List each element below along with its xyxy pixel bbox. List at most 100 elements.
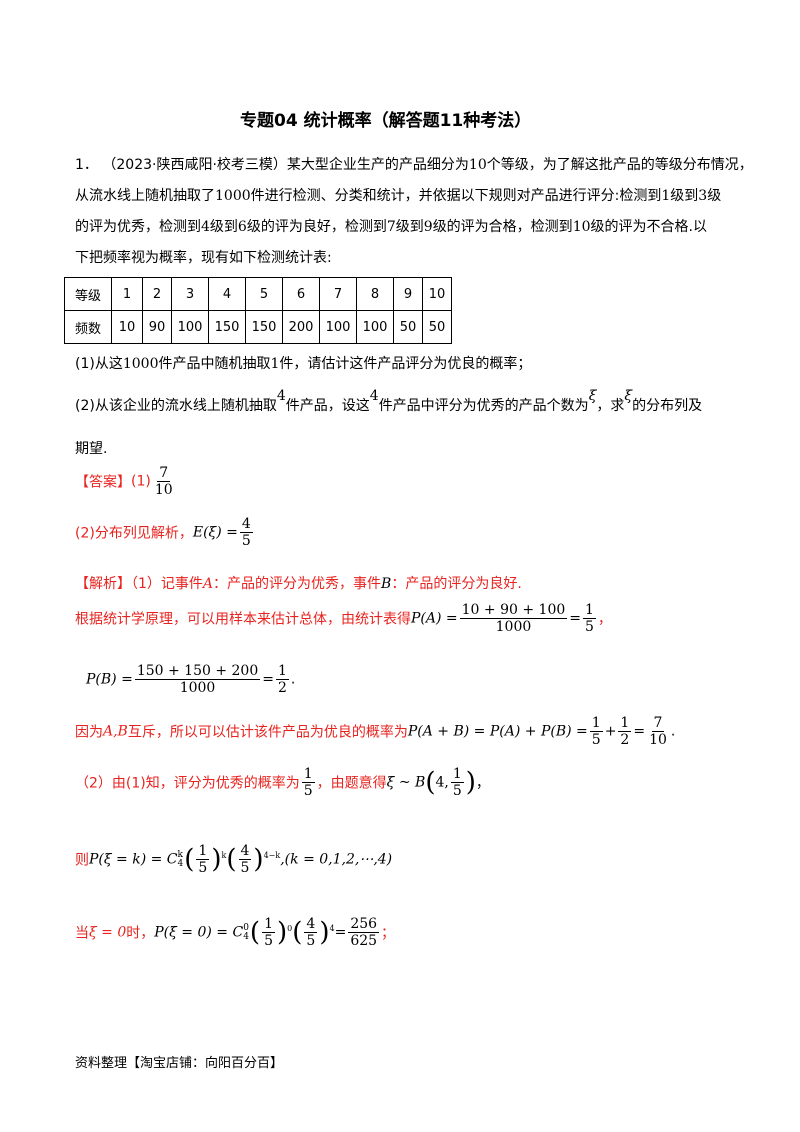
table-cell: 1 bbox=[111, 277, 143, 311]
question-text: 级到 bbox=[209, 219, 238, 235]
question-text: 级到 bbox=[670, 188, 699, 204]
analysis-text: 因为 bbox=[75, 724, 103, 741]
analysis-line-1: 【解析】（1）记事件A：产品的评分为优秀，事件B：产品的评分为良好. bbox=[75, 573, 522, 593]
question-text: 级到 bbox=[395, 219, 424, 235]
paren: ( bbox=[184, 844, 195, 875]
table-row: 等级 1 2 3 4 5 6 7 8 9 10 bbox=[64, 277, 452, 311]
punctuation: ， bbox=[475, 775, 490, 792]
number-inline: 3 bbox=[698, 188, 708, 204]
math-expression: 4, bbox=[435, 774, 449, 791]
paren: ) bbox=[253, 844, 264, 875]
question-text: 件进行检测、分类和统计，并依据以下规则对产品进行评分:检测到 bbox=[250, 188, 662, 204]
math-expression: E(ξ) = bbox=[192, 524, 238, 541]
math-expression: P(ξ = k) = C bbox=[89, 851, 178, 868]
question-text: 的分布列及 bbox=[632, 398, 703, 414]
page-title: 专题04 统计概率（解答题11种考法） bbox=[240, 111, 532, 131]
exponent: 4 bbox=[329, 923, 335, 933]
math-expression: P(ξ = 0) = C bbox=[154, 924, 244, 941]
math-expression: P(B) = bbox=[86, 671, 133, 688]
paren: ) bbox=[465, 767, 476, 798]
number-inline: 1 bbox=[270, 356, 280, 372]
table-row: 频数 10 90 100 150 150 200 100 100 50 50 bbox=[64, 310, 452, 344]
question-line-2: 从流水线上随机抽取了1000件进行检测、分类和统计，并依据以下规则对产品进行评分… bbox=[75, 185, 721, 205]
table-cell: 8 bbox=[356, 277, 394, 311]
answer-text: (2)分布列见解析， bbox=[75, 525, 193, 542]
math-expression: P(A + B) = P(A) + P(B) = bbox=[407, 723, 588, 740]
analysis-text: 当 bbox=[75, 925, 89, 942]
number-inline: 4 bbox=[201, 219, 210, 235]
number-inline: 10 bbox=[468, 157, 487, 173]
table-cell: 90 bbox=[142, 310, 172, 344]
question-text: 件产品，设这 bbox=[285, 398, 370, 414]
math-expression: ξ = 0 bbox=[89, 924, 127, 941]
question-line-4: 下把频率视为概率，现有如下检测统计表: bbox=[75, 250, 332, 266]
question-text: 个等级，为了解这批产品的等级分布情况， bbox=[486, 157, 753, 173]
exponent: k bbox=[221, 850, 227, 860]
question-text: 件，请估计这件产品评分为优良的概率； bbox=[279, 356, 532, 372]
analysis-line-4: 因为A,B互斥，所以可以估计该件产品为优良的概率为P(A + B) = P(A)… bbox=[75, 715, 675, 748]
table-cell: 10 bbox=[111, 310, 143, 344]
analysis-text: （1）记事件 bbox=[131, 576, 203, 592]
paren: ( bbox=[226, 844, 237, 875]
sub-question-2: (2)从该企业的流水线上随机抽取4件产品，设这4件产品中评分为优秀的产品个数为ξ… bbox=[75, 388, 703, 415]
punctuation: ， bbox=[597, 611, 612, 628]
math-variable: ξ bbox=[588, 388, 597, 404]
question-number: 1． bbox=[75, 157, 98, 173]
question-line-1: 1． （2023·陕西咸阳·校考三模）某大型企业生产的产品细分为10个等级，为了… bbox=[75, 154, 753, 174]
table-cell: 150 bbox=[245, 310, 283, 344]
math-expression: ξ ~ B bbox=[386, 774, 426, 791]
stats-table: 等级 1 2 3 4 5 6 7 8 9 10 频数 10 90 100 150… bbox=[64, 277, 452, 344]
table-cell: 100 bbox=[356, 310, 394, 344]
analysis-label: 【解析】 bbox=[75, 576, 131, 592]
table-cell: 100 bbox=[319, 310, 357, 344]
number-inline: 1000 bbox=[215, 188, 251, 204]
sub-question-1: (1)从这1000件产品中随机抽取1件，请估计这件产品评分为优良的概率； bbox=[75, 353, 531, 373]
math-operator: = bbox=[633, 723, 646, 740]
analysis-text: 互斥，所以可以估计该件产品为优良的概率为 bbox=[127, 724, 408, 741]
math-variable: B bbox=[381, 576, 392, 592]
table-cell: 9 bbox=[393, 277, 423, 311]
question-line-3: 的评为优秀，检测到4级到6级的评为良好，检测到7级到9级的评为合格，检测到10级… bbox=[75, 216, 707, 236]
analysis-text: ：产品的评分为优秀，事件 bbox=[213, 576, 382, 592]
question-text: 件产品中随机抽取 bbox=[158, 356, 271, 372]
table-cell: 5 bbox=[245, 277, 283, 311]
paren: ) bbox=[319, 917, 330, 948]
table-cell: 50 bbox=[422, 310, 452, 344]
paren: ( bbox=[425, 767, 436, 798]
paren: ) bbox=[277, 917, 288, 948]
table-cell: 2 bbox=[142, 277, 172, 311]
paren: ( bbox=[249, 917, 261, 948]
number-inline: 1000 bbox=[122, 356, 159, 372]
question-text: (1)从这 bbox=[75, 356, 123, 372]
table-cell: 150 bbox=[208, 310, 246, 344]
question-text: 从流水线上随机抽取了 bbox=[75, 188, 215, 204]
number-inline: 4 bbox=[276, 388, 286, 404]
table-header-cell: 频数 bbox=[64, 310, 112, 344]
table-header-cell: 等级 bbox=[64, 277, 112, 311]
math-operator: = bbox=[569, 610, 581, 627]
punctuation: ； bbox=[381, 925, 396, 942]
table-cell: 7 bbox=[319, 277, 357, 311]
question-text: 级的评为合格，检测到 bbox=[432, 219, 573, 235]
math-variable: A,B bbox=[103, 723, 128, 740]
math-operator: + bbox=[604, 723, 617, 740]
question-text: 级的评为不合格.以 bbox=[590, 219, 707, 235]
table-cell: 6 bbox=[282, 277, 320, 311]
